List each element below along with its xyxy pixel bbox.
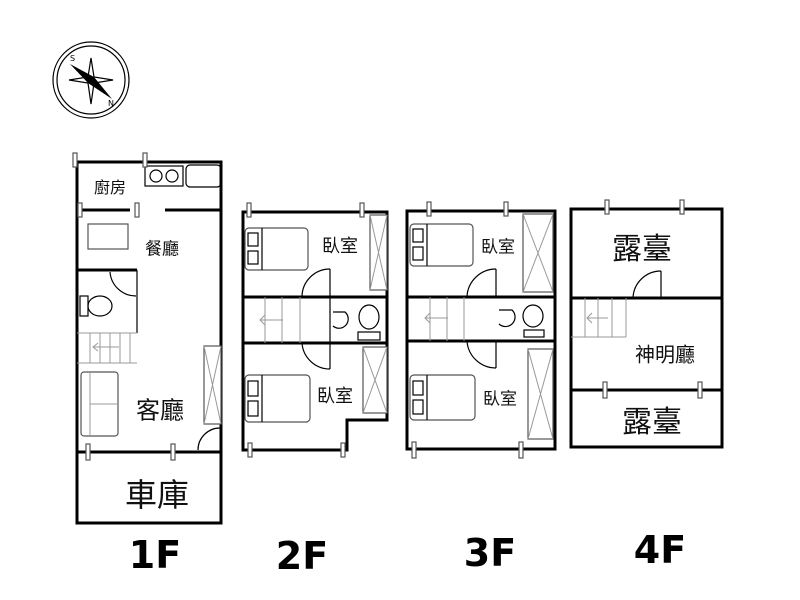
floor-label-4f: 4F — [633, 528, 687, 572]
floor-label-3f: 3F — [463, 531, 517, 575]
room-label-shrine-hall: 神明廳 — [635, 342, 695, 367]
room-label-dining: 餐廳 — [145, 239, 179, 260]
room-label-terrace: 露臺 — [612, 232, 672, 267]
room-label-bedroom: 臥室 — [322, 236, 358, 257]
floor-1f-plan — [72, 152, 223, 525]
room-label-terrace: 露臺 — [622, 405, 682, 440]
floor-label-1f: 1F — [128, 533, 182, 577]
floor-4f-plan — [569, 199, 724, 449]
room-label-bedroom: 臥室 — [317, 386, 353, 407]
floor-3f-plan — [405, 201, 557, 459]
compass-south-label: S — [70, 54, 75, 63]
compass-icon: S N — [52, 41, 130, 119]
room-label-bedroom: 臥室 — [481, 237, 515, 258]
room-label-garage: 車庫 — [124, 476, 190, 514]
room-label-living: 客廳 — [136, 396, 184, 425]
floor-label-2f: 2F — [275, 534, 329, 578]
room-label-kitchen: 廚房 — [93, 178, 127, 197]
room-label-bedroom: 臥室 — [483, 389, 517, 410]
compass-north-label: N — [108, 99, 114, 108]
floor-2f-plan — [241, 202, 389, 458]
